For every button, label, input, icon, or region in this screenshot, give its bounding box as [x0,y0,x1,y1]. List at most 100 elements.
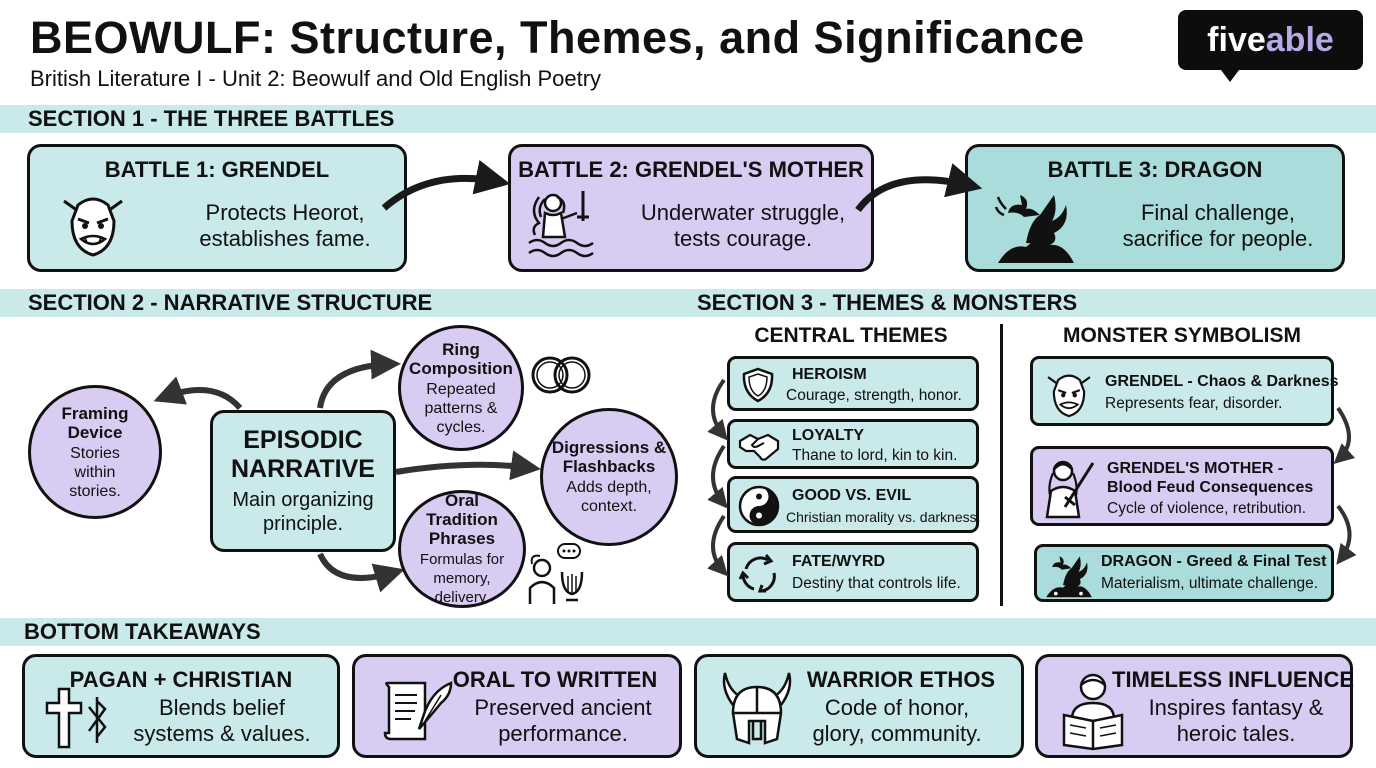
logo-main-text: five [1207,21,1266,59]
takeaway-title-4: TIMELESS INFLUENCE [1112,667,1355,692]
section1-band [0,105,1376,133]
battle-card-1: BATTLE 1: GRENDEL Protects Heorot, estab… [27,144,407,272]
theme-title-fate: FATE/WYRD [792,553,886,570]
theme-fate-wyrd: FATE/WYRD Destiny that controls life. [727,542,979,602]
arrow-battle2-to-3 [855,163,983,213]
battle-card-3: BATTLE 3: DRAGON Final challenge, sacrif… [965,144,1345,272]
monster-symbolism-heading: MONSTER SYMBOLISM [1062,324,1301,347]
theme-text-good-evil: Christian morality vs. darkness. [786,509,981,525]
takeaway-card-timeless-influence: TIMELESS INFLUENCE Inspires fantasy & he… [1035,654,1355,758]
theme-title-good-evil: GOOD VS. EVIL [792,487,912,504]
arrow-to-digressions [395,450,541,481]
monster-title-dragon: DRAGON - Greed & Final Test [1101,553,1327,570]
warrior-woman-icon [1045,460,1095,519]
ring-composition-node: Ring Composition Repeated patterns & cyc… [398,325,524,451]
monster-grendels-mother: GRENDEL'S MOTHER - Blood Feud Consequenc… [1030,446,1334,526]
takeaway-card-pagan-christian: PAGAN + CHRISTIAN Blends belief systems … [22,654,340,758]
framing-device-node: Framing Device Stories within stories. [28,385,162,519]
logo-badge [1178,10,1363,70]
section2-3-band [0,289,1376,317]
battle-text-3: Final challenge, sacrifice for people. [1122,200,1314,251]
arrow-theme-3-4 [707,514,729,577]
ogre-face-icon [1047,374,1091,418]
reader-book-icon [1062,673,1124,751]
dragon-hoard-icon [1046,556,1092,598]
monster-grendel: GRENDEL - Chaos & Darkness Represents fe… [1030,356,1339,426]
arrow-to-oral [317,552,405,593]
page-title: BEOWULF: Structure, Themes, and Signific… [30,12,1085,63]
episodic-narrative-node: EPISODIC NARRATIVE Main organizing princ… [210,410,396,552]
digressions-title: Digressions & Flashbacks [551,438,667,476]
logo: fiveable [1178,10,1363,70]
battle-card-2: BATTLE 2: GRENDEL'S MOTHER Underwater st… [508,144,874,272]
framing-title: Framing Device [61,403,129,442]
oral-text: Formulas for memory, delivery. [419,551,505,606]
arrow-monster-2-3 [1336,504,1357,565]
logo-tail [1218,66,1242,82]
viking-helmet-icon [722,672,792,745]
shield-icon [742,367,774,403]
episodic-title: EPISODIC NARRATIVE [231,426,375,483]
ring-text: Repeated patterns & cycles. [424,380,498,436]
theme-text-fate: Destiny that controls life. [792,575,961,592]
monster-title-mother: GRENDEL'S MOTHER - Blood Feud Consequenc… [1107,460,1314,496]
water-woman-sword-icon [528,191,594,258]
dragon-icon [994,195,1074,263]
ogre-face-icon [63,197,123,257]
oral-title: Oral Tradition Phrases [426,491,498,548]
monster-text-dragon: Materialism, ultimate challenge. [1101,575,1319,592]
cross-rune-icon [45,687,107,749]
battle-title-1: BATTLE 1: GRENDEL [104,157,330,182]
yin-yang-icon [738,485,780,527]
monster-text-grendel: Represents fear, disorder. [1105,395,1283,412]
theme-text-loyalty: Thane to lord, kin to kin. [792,447,958,464]
bottom-band [0,618,1376,646]
digressions-node: Digressions & Flashbacks Adds depth, con… [540,408,678,546]
page-subtitle: British Literature I - Unit 2: Beowulf a… [30,66,602,91]
battle-title-2: BATTLE 2: GRENDEL'S MOTHER [518,157,864,182]
takeaway-card-warrior-ethos: WARRIOR ETHOS Code of honor, glory, comm… [694,654,1024,758]
arrow-to-ring [317,349,401,409]
takeaway-text-1: Blends belief systems & values. [133,695,311,746]
bard-lyre-icon [528,543,584,604]
theme-text-heroism: Courage, strength, honor. [786,387,962,404]
battle-text-2: Underwater struggle, tests courage. [640,200,846,251]
takeaway-card-oral-written: ORAL TO WRITTEN Preserved ancient perfor… [352,654,682,758]
framing-text: Stories within stories. [69,444,121,500]
theme-good-vs-evil: GOOD VS. EVIL Christian morality vs. dar… [727,476,981,533]
takeaway-title-3: WARRIOR ETHOS [806,667,996,692]
theme-heroism: HEROISM Courage, strength, honor. [727,356,979,411]
central-themes-heading: CENTRAL THEMES [754,324,948,347]
interlocking-rings-icon [531,356,591,394]
takeaway-text-4: Inspires fantasy & heroic tales. [1148,695,1324,746]
battle-text-1: Protects Heorot, establishes fame. [199,200,371,251]
section2-label: SECTION 2 - NARRATIVE STRUCTURE [28,290,433,315]
column-divider [1000,324,1003,606]
monster-dragon: DRAGON - Greed & Final Test Materialism,… [1034,544,1334,602]
takeaway-title-2: ORAL TO WRITTEN [452,667,658,692]
arrow-to-framing [153,376,243,411]
digressions-text: Adds depth, context. [566,479,652,515]
section3-label: SECTION 3 - THEMES & MONSTERS [697,290,1078,315]
takeaway-text-2: Preserved ancient performance. [474,695,652,746]
arrow-theme-2-3 [707,444,728,509]
takeaway-text-3: Code of honor, glory, community. [812,695,982,746]
arrow-battle1-to-2 [381,160,511,211]
theme-loyalty: LOYALTY Thane to lord, kin to kin. [727,419,979,469]
handshake-icon [738,433,780,461]
scroll-quill-icon [383,681,453,741]
battle-title-3: BATTLE 3: DRAGON [1047,157,1263,182]
bottom-label: BOTTOM TAKEAWAYS [24,619,261,644]
ring-title: Ring Composition [409,339,513,378]
episodic-text: Main organizing principle. [232,489,374,535]
arrow-monster-1-2 [1333,406,1356,465]
theme-title-loyalty: LOYALTY [792,427,865,444]
monster-text-mother: Cycle of violence, retribution. [1107,500,1307,517]
logo-accent-text: able [1265,21,1334,59]
cycle-arrows-icon [738,554,776,593]
monster-title-grendel: GRENDEL - Chaos & Darkness [1105,373,1339,390]
oral-tradition-node: Oral Tradition Phrases Formulas for memo… [398,490,526,608]
